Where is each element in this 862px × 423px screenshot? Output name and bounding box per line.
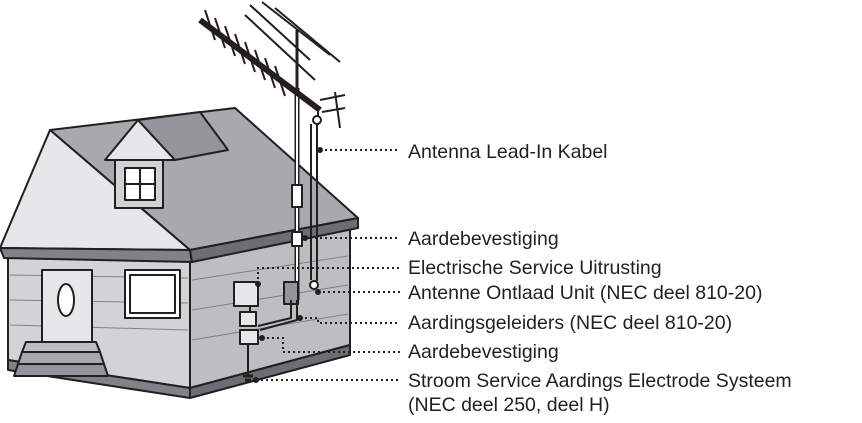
lead-in-cable: [309, 124, 319, 290]
dormer: [104, 111, 229, 209]
label-ground-clamp-top: Aardebevestiging: [408, 228, 559, 250]
label-ground-clamp-bottom: Aardebevestiging: [408, 341, 559, 363]
label-electrode-nec: (NEC deel 250, deel H): [408, 394, 610, 416]
label-electrode-system: Stroom Service Aardings Electrode Systee…: [408, 370, 792, 392]
electric-service-box: [233, 281, 259, 307]
mast-bracket: [291, 184, 303, 208]
leader-ground-clamp-bottom: [262, 337, 400, 353]
antenna: [198, 1, 346, 129]
grounding-conductors: [243, 300, 298, 382]
ground-clamp-bottom: [239, 329, 259, 345]
label-discharge-unit: Antenne Ontlaad Unit (NEC deel 810-20): [408, 282, 763, 304]
leader-electric-service: [257, 267, 400, 284]
window: [124, 269, 181, 319]
ground-clamp-top: [291, 231, 303, 247]
label-lead-in-cable: Antenna Lead-In Kabel: [408, 141, 608, 163]
grounding-block: [239, 311, 257, 327]
front-door: [13, 269, 109, 377]
leader-grounding-conductors: [300, 317, 400, 324]
label-electric-service: Electrische Service Uitrusting: [408, 257, 662, 279]
label-grounding-conductors: Aardingsgeleiders (NEC deel 810-20): [408, 312, 733, 334]
